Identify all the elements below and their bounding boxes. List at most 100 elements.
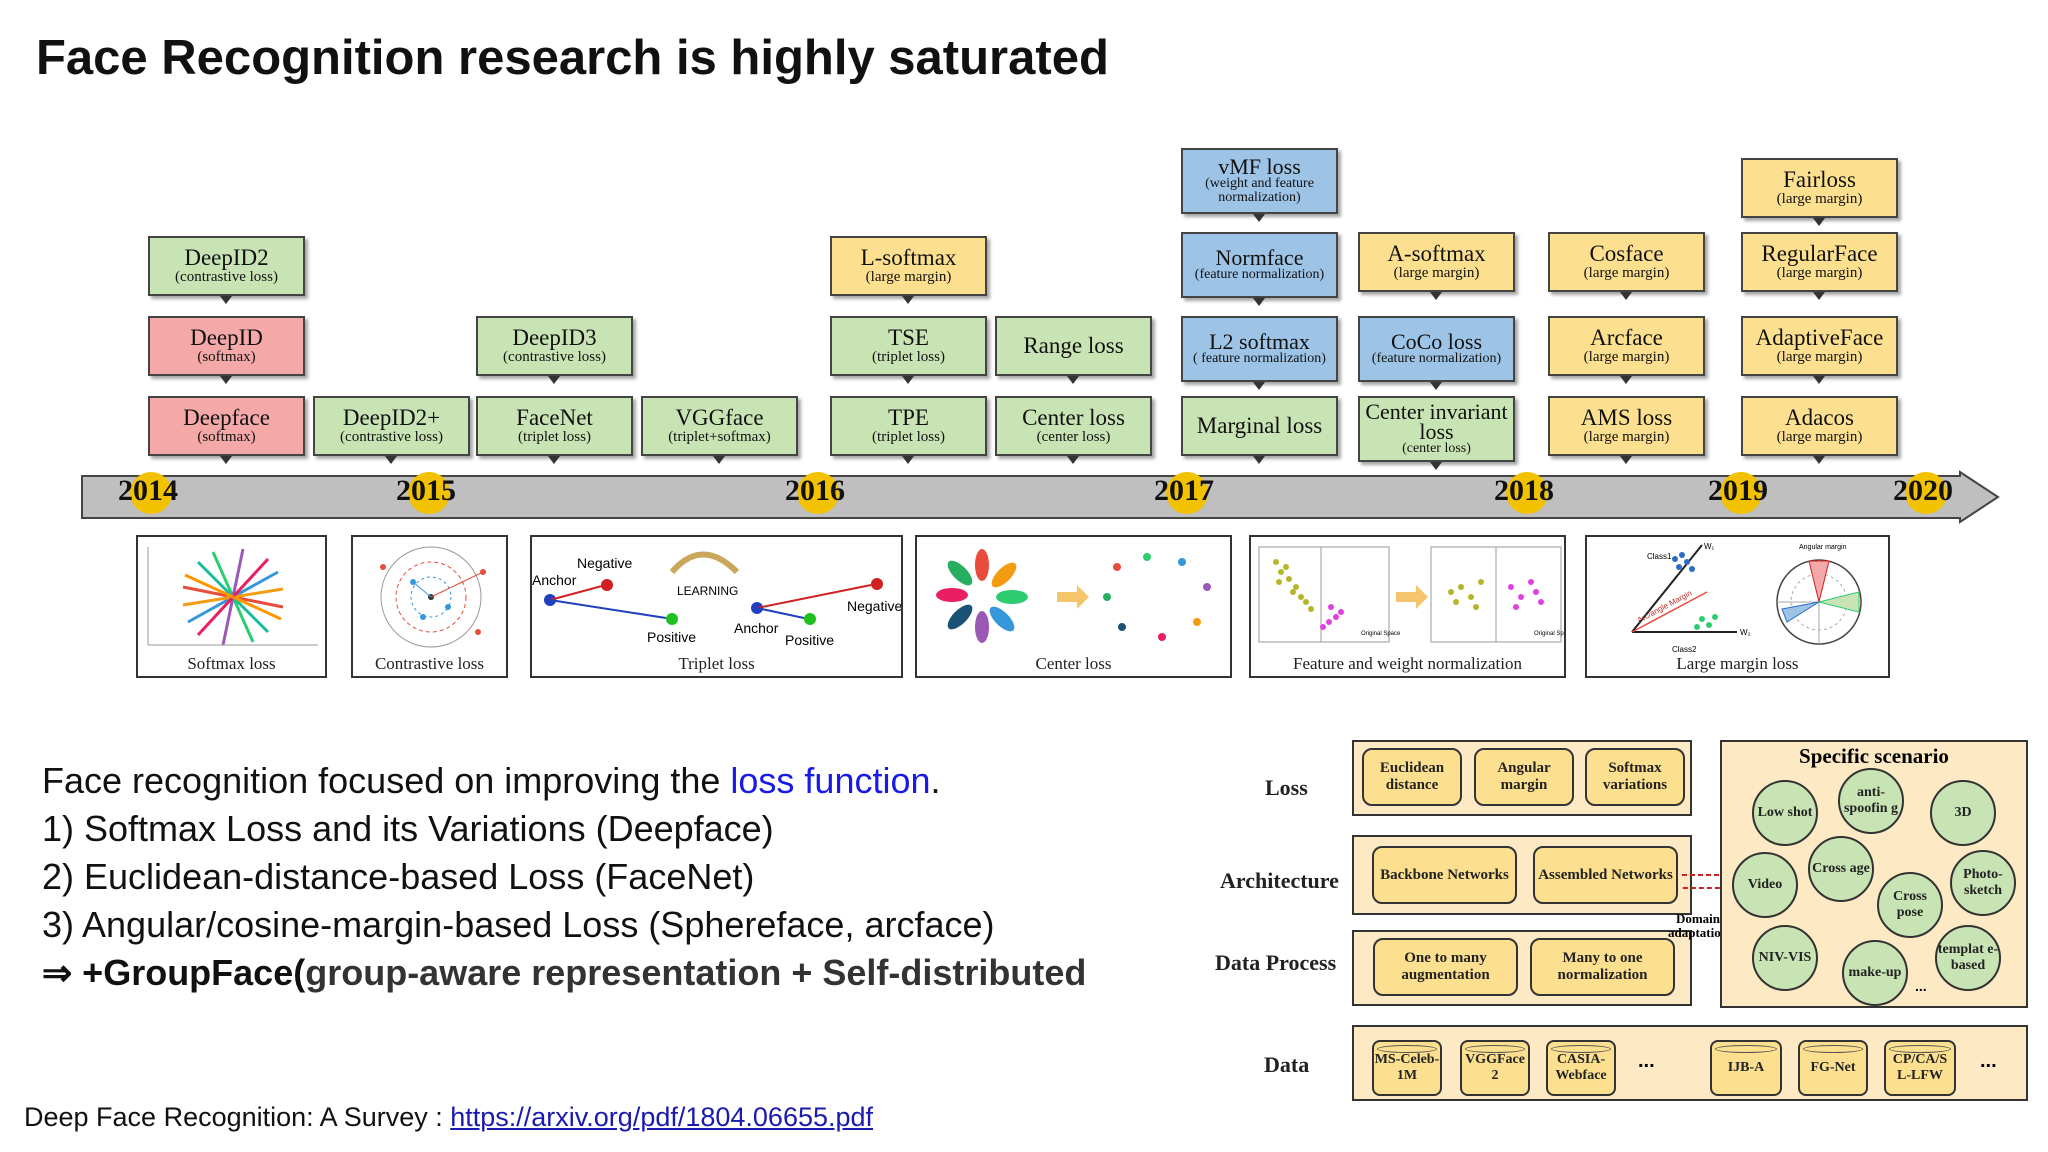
timeline-box: AdaptiveFace(large margin): [1741, 316, 1898, 376]
box-pointer: [1253, 214, 1265, 222]
year-marker: [1506, 472, 1548, 514]
box-pointer: [902, 376, 914, 384]
scenario-low-shot: Low shot: [1752, 780, 1818, 846]
box-name: VGGface: [675, 405, 764, 430]
box-name: Marginal loss: [1196, 413, 1323, 438]
timeline-box: FaceNet(triplet loss): [476, 396, 633, 456]
box-subtitle: ( feature normalization): [1193, 351, 1326, 366]
citation-link[interactable]: https://arxiv.org/pdf/1804.06655.pdf: [450, 1102, 874, 1132]
box-pointer: [1253, 382, 1265, 390]
data-ellipsis: ...: [1638, 1050, 1655, 1072]
panel-triplet-loss: Negative Anchor Positive LEARNING Anchor…: [530, 535, 903, 678]
timeline-box: DeepID2(contrastive loss): [148, 236, 305, 296]
scenario-photo-sketch: Photo-sketch: [1950, 850, 2016, 916]
box-subtitle: (large margin): [1393, 265, 1480, 281]
panel-caption: Large margin loss: [1676, 654, 1799, 673]
timeline-box: A-softmax(large margin): [1358, 232, 1515, 292]
dp-item-one-to-many: One to many augmentation: [1373, 938, 1518, 996]
panel-large-margin-loss: Class1 Class2 W₁ W₂ Arc/angle Margin Ang…: [1585, 535, 1890, 678]
box-name: L2 softmax: [1209, 329, 1310, 354]
scenario-cross-pose: Cross pose: [1877, 872, 1943, 938]
timeline-box: L-softmax(large margin): [830, 236, 987, 296]
timeline-box: TSE(triplet loss): [830, 316, 987, 376]
body-line-3: 2) Euclidean-distance-based Loss (FaceNe…: [42, 856, 755, 897]
box-subtitle: (large margin): [1776, 429, 1863, 445]
box-name: DeepID: [190, 325, 263, 350]
loss-item-softmax: Softmax variations: [1585, 748, 1685, 806]
timeline-box: DeepID3(contrastive loss): [476, 316, 633, 376]
year-label: 2017: [1154, 474, 1214, 507]
box-name: TSE: [888, 325, 929, 350]
citation-label: Deep Face Recognition: A Survey :: [24, 1102, 451, 1132]
box-subtitle: (softmax): [197, 429, 256, 445]
box-subtitle: (feature normalization): [1371, 351, 1502, 366]
year-label: 2016: [785, 474, 845, 507]
panel-caption: Triplet loss: [678, 654, 755, 673]
box-name: DeepID2: [184, 245, 269, 270]
groupface-text: ⇒ +GroupFace(: [42, 952, 306, 993]
box-name: Adacos: [1785, 405, 1854, 430]
box-subtitle: (feature normalization): [1194, 267, 1325, 282]
box-pointer: [902, 296, 914, 304]
year-label: 2015: [396, 474, 456, 507]
box-name: Range loss: [1023, 333, 1124, 358]
timeline-box: Arcface(large margin): [1548, 316, 1705, 376]
box-subtitle: (contrastive loss): [503, 349, 606, 365]
timeline-box: Cosface(large margin): [1548, 232, 1705, 292]
timeline-box: AMS loss(large margin): [1548, 396, 1705, 456]
dp-item-many-to-one: Many to one normalization: [1530, 938, 1675, 996]
year-marker: [408, 472, 450, 514]
box-name: TPE: [888, 405, 929, 430]
label-negative: Negative: [847, 598, 901, 614]
timeline-box: VGGface(triplet+softmax): [641, 396, 798, 456]
year-label: 2014: [118, 474, 178, 507]
box-name: CoCo loss: [1390, 329, 1483, 354]
timeline-box: Adacos(large margin): [1741, 396, 1898, 456]
box-name: DeepID3: [512, 325, 597, 350]
box-pointer: [902, 456, 914, 464]
label-w2: W₂: [1740, 628, 1751, 637]
timeline-box: DeepID2+(contrastive loss): [313, 396, 470, 456]
box-pointer: [548, 376, 560, 384]
scenario-niv-vis: NIV-VIS: [1752, 925, 1818, 991]
box-pointer: [1430, 292, 1442, 300]
row-label-loss: Loss: [1265, 775, 1308, 800]
label-original-space: Original Space: [1361, 631, 1401, 637]
timeline-box: Center invariant loss(center loss): [1358, 396, 1515, 462]
arch-item-assembled: Assembled Networks: [1533, 846, 1678, 904]
box-name: Cosface: [1589, 241, 1664, 266]
center-loss-illustration: [936, 549, 1211, 643]
box-subtitle: (large margin): [1776, 191, 1863, 207]
label-angular-margin: Angular margin: [1799, 544, 1847, 551]
label-w1: W₁: [1704, 542, 1715, 551]
box-pointer: [385, 456, 397, 464]
body-line-2: 1) Softmax Loss and its Variations (Deep…: [42, 808, 774, 849]
box-pointer: [548, 456, 560, 464]
panel-center-loss: Center loss: [915, 535, 1232, 678]
row-label-architecture: Architecture: [1220, 868, 1339, 893]
year-marker: [797, 472, 839, 514]
timeline-box: Marginal loss: [1181, 396, 1338, 456]
box-subtitle: (softmax): [197, 349, 256, 365]
box-pointer: [1253, 298, 1265, 306]
box-pointer: [1067, 376, 1079, 384]
box-name: Center loss: [1022, 405, 1125, 430]
row-label-data-process: Data Process: [1215, 950, 1337, 975]
slide-title: Face Recognition research is highly satu…: [36, 31, 1109, 85]
body-line-5: ⇒ +GroupFace(group-aware representation …: [42, 952, 1086, 994]
dataset-casia: CASIA-Webface: [1546, 1040, 1616, 1096]
label-learning: LEARNING: [677, 584, 738, 598]
box-pointer: [1253, 456, 1265, 464]
box-subtitle: (contrastive loss): [175, 269, 278, 285]
timeline-box: CoCo loss(feature normalization): [1358, 316, 1515, 382]
box-name: AMS loss: [1580, 405, 1673, 430]
box-pointer: [713, 456, 725, 464]
box-pointer: [1813, 218, 1825, 226]
box-pointer: [220, 456, 232, 464]
normalization-illustration: Original Space Original Space: [1258, 546, 1574, 643]
softmax-star-illustration: [147, 547, 318, 646]
panel-caption: Feature and weight normalization: [1293, 654, 1522, 673]
dataset-ms-celeb: MS-Celeb-1M: [1372, 1040, 1442, 1096]
timeline-box: RegularFace(large margin): [1741, 232, 1898, 292]
box-subtitle: (large margin): [1583, 429, 1670, 445]
